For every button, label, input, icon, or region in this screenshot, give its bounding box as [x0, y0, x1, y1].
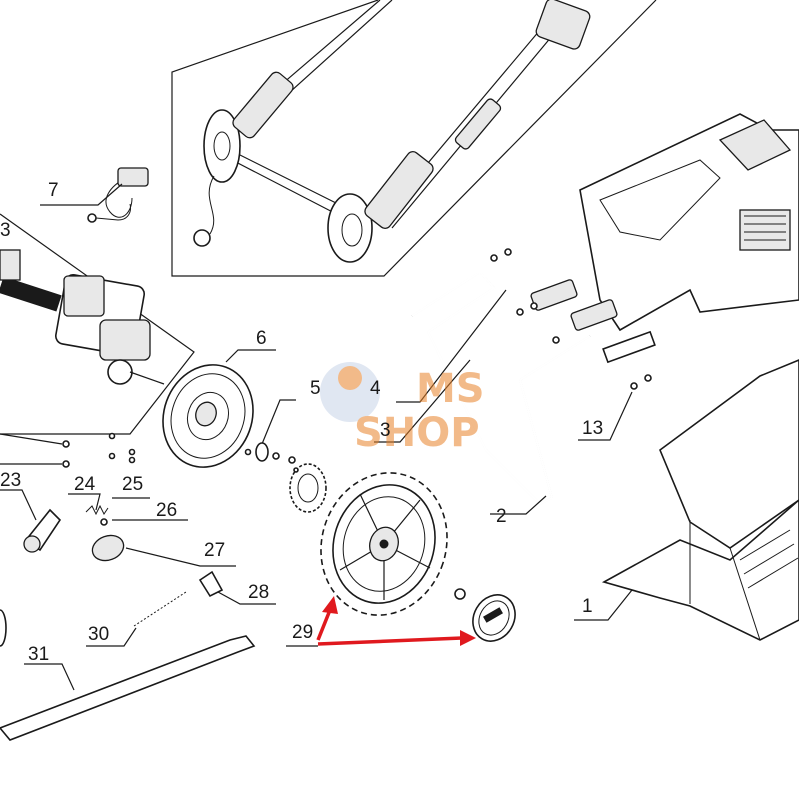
- callout-25: 25: [122, 474, 143, 495]
- callout-3-left: 3: [0, 220, 11, 241]
- callout-4: 4: [370, 378, 381, 399]
- callout-27: 27: [204, 540, 225, 561]
- callout-24: 24: [74, 474, 96, 495]
- part-1-mower-deck: [574, 359, 799, 641]
- part-6-pulley: [162, 349, 276, 468]
- callout-13: 13: [582, 418, 603, 439]
- callout-26: 26: [156, 500, 177, 521]
- ms-shop-watermark: MS SHOP: [320, 362, 485, 456]
- upper-inset-box: [171, 0, 657, 277]
- leaders-3-4: [374, 289, 507, 443]
- wheel-hub-cap: [454, 588, 516, 642]
- callout-23: 23: [0, 470, 21, 491]
- watermark-line-1: MS: [416, 366, 485, 412]
- part-13-screws: [578, 374, 652, 441]
- callout-labels: 7 3 6 5 4 3 13 23 24 25 26 27 28 29 30 3…: [0, 180, 603, 665]
- callout-7: 7: [48, 180, 59, 201]
- small-drive-gear: [288, 456, 327, 513]
- highlight-arrows: [316, 596, 476, 646]
- mower-deck-upper-body: [490, 113, 799, 364]
- callout-1: 1: [582, 596, 593, 617]
- callout-3: 3: [380, 420, 391, 441]
- callout-29: 29: [292, 622, 313, 643]
- watermark-line-2: SHOP: [354, 410, 480, 456]
- callout-5: 5: [310, 378, 321, 399]
- callout-31: 31: [28, 644, 49, 665]
- part-5-bushing: [244, 399, 296, 462]
- callout-30: 30: [88, 624, 109, 645]
- part-7-switch-cable: [40, 167, 149, 223]
- part-2-wire-frame: [411, 270, 591, 515]
- callout-28: 28: [248, 582, 269, 603]
- left-small-parts: [0, 432, 276, 741]
- callout-6: 6: [256, 328, 267, 349]
- part-29-wheel: [320, 472, 448, 616]
- callout-2: 2: [496, 506, 507, 527]
- left-drive-inset: [0, 213, 195, 435]
